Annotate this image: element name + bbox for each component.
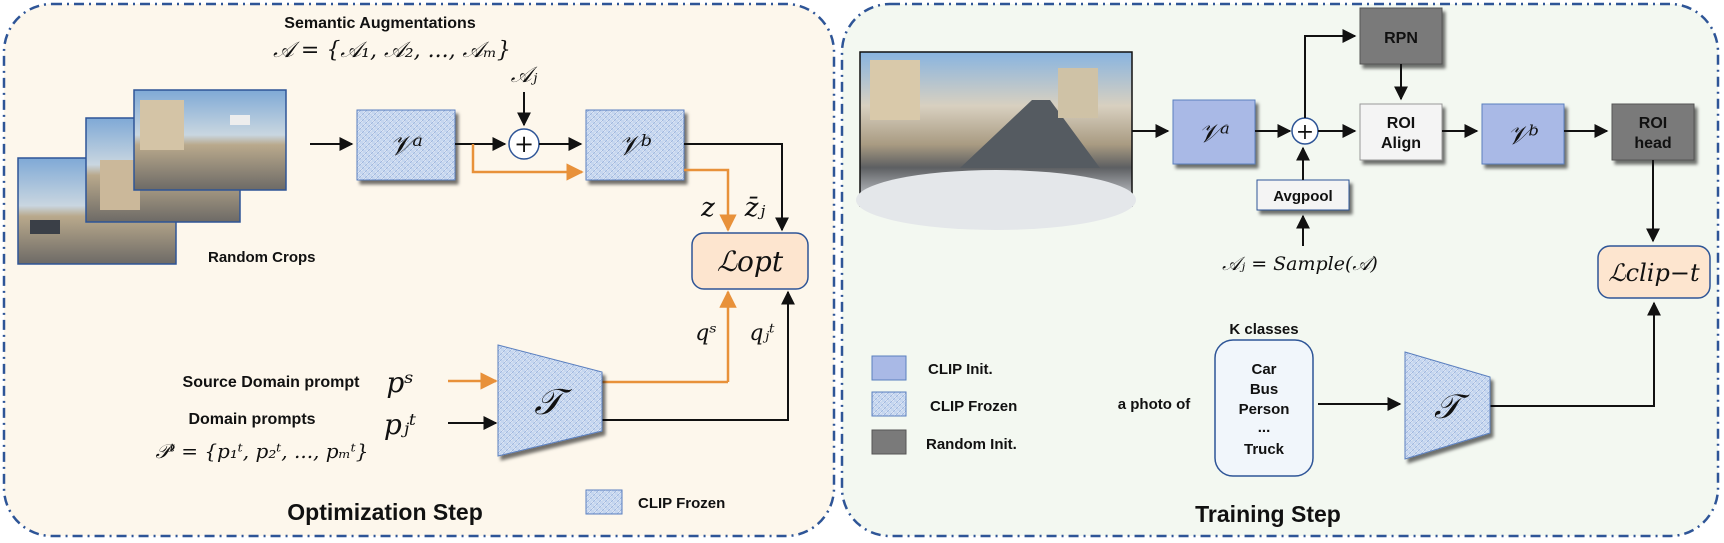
visual-encoder-a-right-block (1172, 99, 1256, 165)
rpn-block (1359, 7, 1443, 65)
pt-formula: 𝒫ᵗ = {p₁ᵗ, p₂ᵗ, ..., pₘᵗ} (156, 439, 369, 463)
optimization-step-title: Optimization Step (287, 499, 483, 525)
vb-right-label: 𝒱ᵇ (1507, 121, 1539, 151)
text-encoder-left-block (497, 344, 603, 457)
legend-right: CLIP Init. CLIP Frozen Random Init. (871, 355, 1017, 455)
random-crops-label: Random Crops (208, 249, 316, 266)
pt-j-label: pⱼᵗ (384, 408, 416, 441)
a-photo-of-label: a photo of (1118, 396, 1191, 413)
ps-label: pˢ (386, 366, 413, 399)
loss-opt-box (691, 232, 809, 290)
right-arrows (1132, 29, 1661, 411)
loss-opt-label: ℒopt (717, 245, 784, 278)
class-item: Truck (1244, 441, 1285, 458)
legend-random-label: Random Init. (926, 436, 1017, 453)
legend-random-swatch (871, 429, 907, 455)
loss-clip-label: ℒclip−t (1608, 259, 1700, 287)
class-item: ... (1258, 419, 1271, 436)
roi-align-label-1: ROI (1387, 115, 1415, 132)
visual-encoder-b-block (585, 109, 685, 181)
roi-head-label-2: head (1634, 135, 1671, 152)
legend-init-swatch (871, 355, 907, 381)
legend-init-label: CLIP Init. (928, 361, 993, 378)
left-arrows (310, 92, 795, 430)
avgpool-block (1256, 179, 1350, 211)
rpn-label: RPN (1384, 30, 1418, 47)
training-step-title: Training Step (1195, 501, 1341, 527)
semantic-augmentations-formula: 𝒜 = {𝒜₁, 𝒜₂, ..., 𝒜ₘ} (273, 38, 511, 63)
classes-list: Car Bus Person ... Truck (1239, 361, 1290, 458)
loss-clip-box (1597, 245, 1711, 299)
class-item: Bus (1250, 381, 1278, 398)
roi-head-block (1611, 103, 1695, 161)
z-label: z (700, 193, 715, 223)
avgpool-label: Avgpool (1273, 188, 1332, 205)
vb-label: 𝒱ᵇ (618, 129, 653, 162)
qt-j-label: qⱼᵗ (749, 321, 775, 346)
semantic-augmentations-title: Semantic Augmentations (284, 15, 476, 32)
k-classes-label: K classes (1229, 321, 1298, 338)
domain-prompts-label: Domain prompts (188, 411, 315, 428)
add-node-symbol: + (514, 130, 534, 158)
street-image (856, 51, 1136, 230)
visual-encoder-b-right-block (1481, 103, 1565, 165)
va-right-label: 𝒱ᵃ (1198, 119, 1229, 149)
aug-j-label: 𝒜ⱼ (511, 63, 538, 88)
class-item: Person (1239, 401, 1290, 418)
legend-frozen-swatch (871, 391, 907, 417)
visual-encoder-a-block (356, 109, 456, 181)
roi-align-block (1359, 103, 1443, 161)
legend-left-frozen-swatch (585, 489, 623, 515)
sample-formula: 𝒜ⱼ = Sample(𝒜) (1222, 253, 1378, 275)
va-label: 𝒱ᵃ (389, 129, 423, 162)
add-node-right-symbol: + (1296, 120, 1314, 145)
classes-box (1214, 339, 1314, 477)
random-crop-images (17, 89, 287, 265)
class-item: Car (1251, 361, 1276, 378)
zbar-j-label: z̄ⱼ (744, 193, 766, 223)
legend-left-frozen-label: CLIP Frozen (638, 495, 725, 512)
legend-frozen-label: CLIP Frozen (930, 398, 1017, 415)
source-domain-prompt-label: Source Domain prompt (183, 374, 361, 391)
text-encoder-right-block (1404, 351, 1491, 460)
roi-head-label-1: ROI (1639, 115, 1667, 132)
roi-align-label-2: Align (1381, 135, 1421, 152)
qs-label: qˢ (695, 321, 717, 346)
